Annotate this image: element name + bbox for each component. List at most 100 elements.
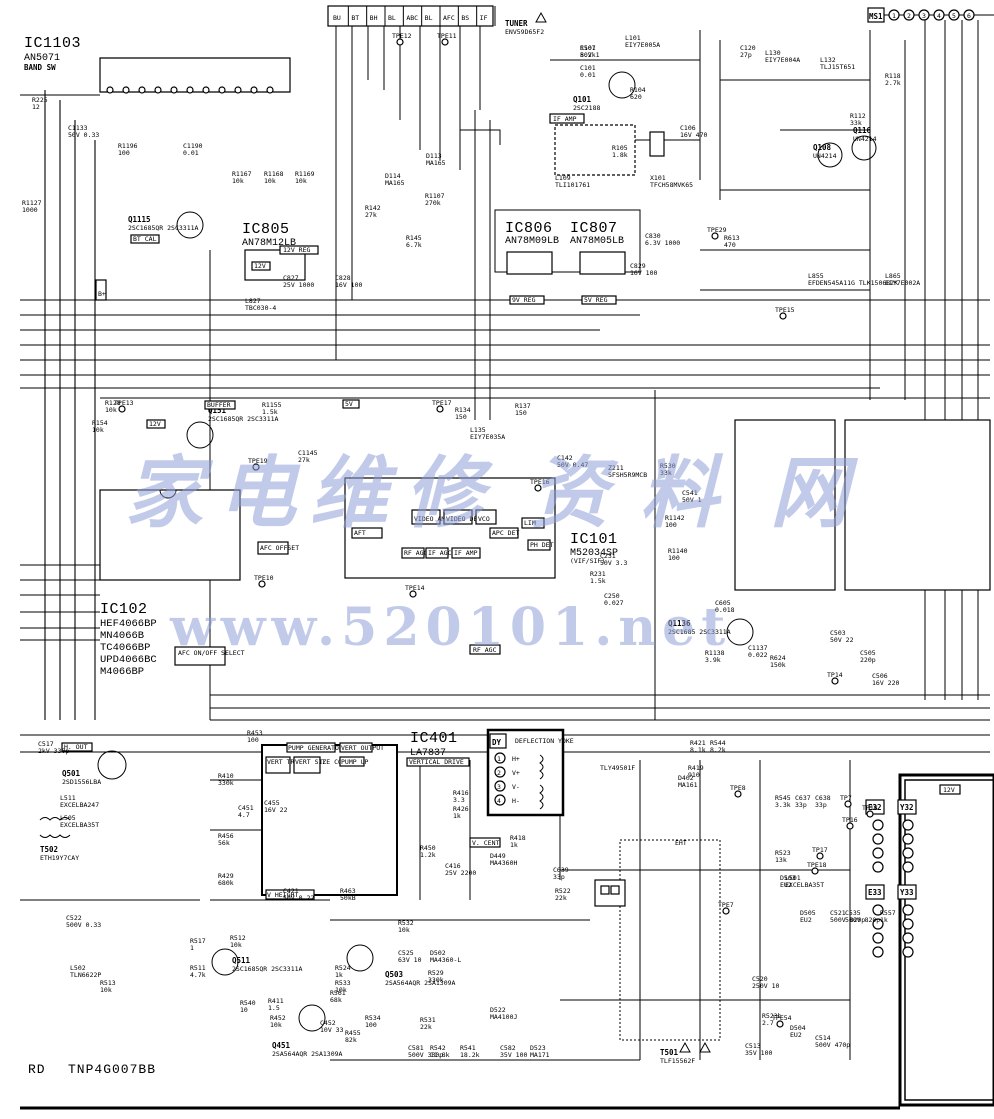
eht-label: EHT xyxy=(675,839,687,847)
part-value: 10k xyxy=(105,406,117,414)
part-value: 10k xyxy=(270,1021,282,1029)
part-ref: R523 xyxy=(775,849,791,857)
left-part-value: EXCELBA35T xyxy=(60,821,99,829)
part-value: MA4360H xyxy=(490,859,517,867)
ms1-pin: 5 xyxy=(952,12,956,20)
q116-ref: Q116 xyxy=(853,126,872,135)
part-value: 25V 1000 xyxy=(283,281,314,289)
tuner-pin: AFC xyxy=(443,14,455,22)
part-ref: R118 xyxy=(885,72,901,80)
watermark-char: 网 xyxy=(770,448,859,539)
part-ref: R540 xyxy=(240,999,256,1007)
part-value: 50V 1 xyxy=(580,51,600,59)
left-part-ref: C522 xyxy=(66,914,82,922)
part-value: 33p xyxy=(553,873,565,881)
q511-ref: Q511 xyxy=(232,956,251,965)
part-value: 10k xyxy=(230,941,242,949)
part-ref: R142 xyxy=(365,204,381,212)
part-value: 16V 22 xyxy=(264,806,288,814)
part-value: 270k xyxy=(425,199,441,207)
tuner-pin: BU xyxy=(333,14,341,22)
part-value: 16V 100 xyxy=(335,281,362,289)
part-value: EU2 xyxy=(790,1031,802,1039)
part-ref: D402 xyxy=(678,774,694,782)
left-part-value: 2kV 330p xyxy=(38,747,69,755)
ic806-807: IC806 AN78M09LB IC807 AN78M05LB 9V REG 5… xyxy=(494,209,641,305)
left-part-ref: L505 xyxy=(60,814,76,822)
part-value: 13k xyxy=(775,856,787,864)
dy-pin-label: H+ xyxy=(512,755,520,763)
ic101-block: RF AGC xyxy=(404,549,428,557)
ic807-name: IC807 xyxy=(570,220,618,237)
part-value: 150 xyxy=(515,409,527,417)
part-ref: R545 xyxy=(775,794,791,802)
part-value: 6.3V 1000 xyxy=(645,239,680,247)
part-ref: R1140 xyxy=(668,547,688,555)
left-part-value: TLN6622P xyxy=(70,971,101,979)
part-value: 0.027 xyxy=(604,599,624,607)
lower-transistors: Q511 2SC1685QR 2SC3311A Q503 2SA564AQR 2… xyxy=(211,944,456,1058)
part-value: EU2 xyxy=(780,881,792,889)
ic401-block: V HEIGHT xyxy=(267,891,298,899)
q1115-note: BT CAL xyxy=(133,235,157,243)
ms1-pin: 2 xyxy=(907,12,911,20)
part-value: 50V 1 xyxy=(682,496,702,504)
h-out-label: H. OUT xyxy=(64,743,88,751)
ic1103-note: BAND SW xyxy=(24,63,56,72)
left-part-value: 50V 0.33 xyxy=(68,131,99,139)
part-value: 50V 0.22 xyxy=(283,894,314,902)
dy-pin-label: V- xyxy=(512,783,520,791)
part-ref: R1168 xyxy=(264,170,284,178)
part-value: 16V 100 xyxy=(630,269,657,277)
ic101-part: M52034SP xyxy=(570,548,618,559)
part-ref: R533 xyxy=(335,979,351,987)
part-ref: R613 xyxy=(724,234,740,242)
left-part-ref: R225 xyxy=(32,96,48,104)
ht-label: 12V xyxy=(943,786,955,794)
q501-ref: Q501 xyxy=(62,769,81,778)
test-point: TPE17 xyxy=(432,399,452,407)
part-ref: R411 xyxy=(268,997,284,1005)
part-ref: R450 xyxy=(420,844,436,852)
left-part-value: 12 xyxy=(32,103,40,111)
dy-pin-num: 3 xyxy=(497,783,501,791)
dy-pin-num: 1 xyxy=(497,755,501,763)
part-ref: C514 xyxy=(815,1034,831,1042)
dy-pin-num: 4 xyxy=(497,797,501,805)
part-value: TBC030-4 xyxy=(245,304,276,312)
part-ref: R524 xyxy=(335,964,351,972)
watermark: 家电维修资料网 www.520101.net xyxy=(125,448,859,658)
part-ref: R557 xyxy=(880,909,896,917)
ic101-block: VIDEO AMP xyxy=(414,515,449,523)
part-ref: L130 xyxy=(765,49,781,57)
part-value: 35V 100 xyxy=(500,1051,527,1059)
left-part-ref: R1127 xyxy=(22,199,42,207)
q451-part: 2SA564AQR 2SA1309A xyxy=(272,1050,343,1058)
part-ref: R426 xyxy=(453,805,469,813)
dy-part: TLY49501F xyxy=(600,764,635,772)
q116-part: UN4214 xyxy=(853,135,877,143)
part-ref: R456 xyxy=(218,832,234,840)
part-value: TLJ15T651 xyxy=(820,63,855,71)
part-ref: R463 xyxy=(340,887,356,895)
part-value: 620 xyxy=(630,93,642,101)
part-ref: C455 xyxy=(264,799,280,807)
test-point: TPE15 xyxy=(775,306,795,314)
part-value: EIY7E002A xyxy=(885,279,920,287)
part-value: 10k xyxy=(264,177,276,185)
part-ref: R624 xyxy=(770,654,786,662)
part-value: 2.7k xyxy=(885,79,901,87)
part-ref: R145 xyxy=(406,234,422,242)
part-ref: C525 xyxy=(398,949,414,957)
t502-ref: T502 xyxy=(40,845,58,854)
tuner-pin: BT xyxy=(351,14,359,22)
test-point: TPE18 xyxy=(807,861,827,869)
part-ref: R513 xyxy=(100,979,116,987)
e33-label: E33 xyxy=(868,888,882,897)
part-ref: R531 xyxy=(420,1016,436,1024)
part-value: MA4100J xyxy=(490,1013,517,1021)
part-ref: C535 xyxy=(845,909,861,917)
part-value: 1.2k xyxy=(420,851,436,859)
part-value: 10k xyxy=(398,926,410,934)
ic101-block: IF AGC xyxy=(428,549,452,557)
